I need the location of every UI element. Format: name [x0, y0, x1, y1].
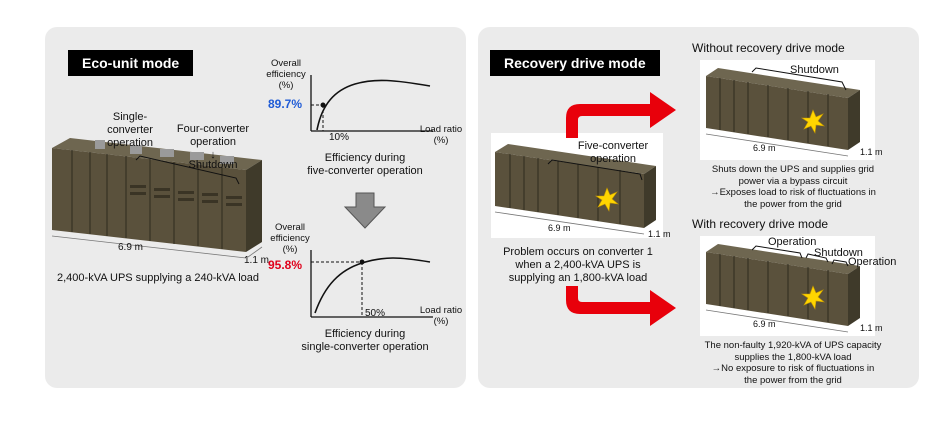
chart2-caption: Efficiency during single-converter opera…: [301, 328, 429, 353]
chart1-point: [320, 102, 326, 108]
chart1-x-mark: 10%: [329, 132, 350, 143]
center-fault-spark-icon: [595, 187, 619, 212]
without-depth-label: 1.1 m: [860, 147, 883, 157]
center-width-label: 6.9 m: [548, 223, 571, 233]
chart2-ylabel: Overall efficiency (%): [270, 222, 310, 255]
chart1-ylabel: Overall efficiency (%): [266, 58, 306, 91]
eco-width-dimension: [51, 235, 247, 259]
without-width-label: 6.9 m: [753, 143, 776, 153]
recovery-title: Recovery drive mode: [490, 50, 660, 76]
chart1-caption: Efficiency during five-converter operati…: [307, 152, 423, 177]
without-heading: Without recovery drive mode: [692, 41, 845, 55]
chart2-point: [359, 259, 365, 265]
center-bracket: [547, 159, 643, 181]
problem-caption: Problem occurs on converter 1 when a 2,4…: [503, 246, 653, 284]
eco-caption: 2,400-kVA UPS supplying a 240-kVA load: [57, 272, 259, 284]
without-fault-spark-icon: [801, 109, 825, 134]
chart2-value: 95.8%: [268, 258, 303, 272]
red-arrow-up-icon: [566, 92, 676, 138]
center-operation-label: Five-converter operation: [577, 140, 649, 165]
with-operation-label-1: Operation: [768, 236, 817, 248]
chart1-xlabel: Load ratio (%): [419, 124, 463, 146]
chart2-x-mark: 50%: [365, 308, 386, 319]
without-shutdown-label: Shutdown: [790, 64, 839, 76]
with-depth-label: 1.1 m: [860, 323, 883, 333]
red-arrow-down-icon: [566, 286, 676, 326]
eco-depth-label: 1.1 m: [244, 255, 270, 266]
chart1-value: 89.7%: [268, 97, 303, 111]
shutdown-label: Shutdown: [188, 159, 238, 171]
down-arrow-icon: ↓: [210, 149, 216, 161]
eco-ups-cabinet: [52, 138, 262, 252]
eco-unit-title: Eco-unit mode: [68, 50, 194, 76]
with-shutdown-label: Shutdown: [814, 247, 863, 259]
without-description: Shuts down the UPS and supplies grid pow…: [710, 164, 876, 210]
four-converter-bracket: [135, 155, 240, 185]
with-description: The non-faulty 1,920-kVA of UPS capacity…: [704, 340, 882, 386]
center-depth-label: 1.1 m: [648, 229, 671, 239]
single-converter-label: Single- converter operation: [107, 111, 153, 149]
with-width-label: 6.9 m: [753, 319, 776, 329]
four-converter-label: Four-converter operation: [176, 123, 250, 148]
with-operation-label-2: Operation: [848, 256, 897, 268]
eco-width-label: 6.9 m: [118, 242, 144, 253]
chart1-curve: [316, 79, 431, 131]
with-fault-spark-icon: [801, 285, 825, 310]
with-heading: With recovery drive mode: [692, 217, 829, 231]
chart2-xlabel: Load ratio (%): [419, 305, 463, 327]
